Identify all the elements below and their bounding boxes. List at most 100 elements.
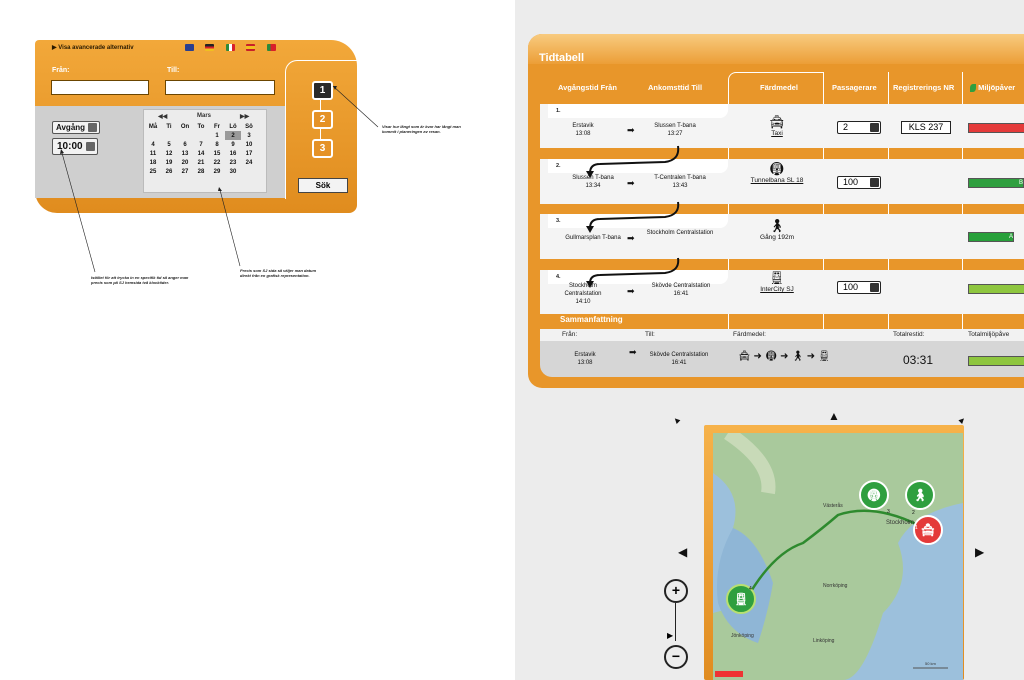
env-rating-bar: B: [968, 178, 1024, 188]
calendar-next-button[interactable]: ▶▶: [240, 114, 250, 120]
flag-spain-icon[interactable]: [246, 44, 256, 51]
advanced-options-toggle[interactable]: ▶ Visa avancerade alternativ: [52, 45, 134, 51]
pin-walk[interactable]: 🚶︎: [905, 480, 935, 510]
calendar-day-selected[interactable]: 2: [225, 131, 241, 140]
calendar-day[interactable]: 10: [245, 141, 253, 148]
flag-portugal-icon[interactable]: [266, 44, 276, 51]
row-mode[interactable]: 🚶︎Gång 192m: [737, 218, 817, 241]
row-to: Stockholm Centralstation: [646, 230, 714, 236]
flag-uk-icon[interactable]: [185, 44, 194, 51]
calendar-day[interactable]: 25: [149, 168, 157, 175]
env-rating-bar: [968, 356, 1024, 366]
row-tab: [548, 159, 728, 173]
calendar-day[interactable]: 14: [197, 150, 205, 157]
calendar-day[interactable]: 9: [231, 141, 235, 148]
chevron-down-icon: [870, 123, 879, 132]
arrowhead: [586, 171, 594, 178]
route-line: [745, 509, 919, 599]
calendar-day[interactable]: 26: [165, 168, 173, 175]
calendar-day[interactable]: 1: [215, 132, 219, 139]
map[interactable]: Stockholm Jönköping Linköping Norrköping…: [713, 433, 963, 680]
weekday: On: [180, 123, 190, 130]
calendar-day[interactable]: 20: [181, 159, 189, 166]
calendar-day[interactable]: 17: [245, 150, 253, 157]
pan-up-icon[interactable]: ▲: [828, 409, 840, 423]
registration-plate: KLS 237: [901, 121, 951, 134]
step-2[interactable]: 2: [312, 110, 333, 129]
time-note: Istället för att trycka in en specifik t…: [91, 275, 189, 285]
time-select[interactable]: 10:00: [52, 138, 98, 155]
flag-italy-icon[interactable]: [225, 44, 235, 51]
step-1[interactable]: 1: [312, 81, 333, 100]
row-number: 3.: [556, 218, 561, 224]
calendar-day[interactable]: 18: [149, 159, 157, 166]
to-label: Till:: [167, 67, 180, 74]
calendar-day[interactable]: 4: [151, 141, 155, 148]
calendar-day[interactable]: 5: [167, 141, 171, 148]
map-label: Stockholm: [886, 520, 915, 526]
arrowhead: [333, 86, 337, 90]
summary-label-row: [540, 329, 1024, 341]
pan-right-icon[interactable]: ▶: [975, 545, 985, 559]
to-input[interactable]: [165, 80, 275, 95]
pan-left-icon[interactable]: ◀: [678, 545, 688, 559]
calendar-day[interactable]: 29: [213, 168, 221, 175]
leaf-icon: [970, 84, 976, 93]
pin-number: 3: [887, 509, 890, 515]
calendar-day[interactable]: 19: [165, 159, 173, 166]
timetable-titlebar: [528, 34, 1024, 64]
summary-row: [540, 341, 1024, 377]
pin-train[interactable]: 🚆︎: [726, 584, 756, 614]
calendar-day[interactable]: 28: [197, 168, 205, 175]
search-button[interactable]: Sök: [298, 178, 348, 193]
divider: [962, 72, 963, 342]
zoom-slider-handle[interactable]: ▶: [667, 631, 674, 640]
calendar-day[interactable]: 6: [183, 141, 187, 148]
passenger-select[interactable]: 100: [837, 176, 881, 189]
calendar-day[interactable]: 21: [197, 159, 205, 166]
col-arrival: Ankomsttid Till: [648, 83, 703, 92]
search-panel: ▶ Visa avancerade alternativ Från: Till:…: [35, 40, 358, 213]
flag-germany-icon[interactable]: [205, 44, 215, 51]
calendar-prev-button[interactable]: ◀◀: [158, 114, 168, 120]
arrow-right-icon: ➡: [627, 178, 635, 188]
calendar-day[interactable]: 12: [165, 150, 173, 157]
calendar-day[interactable]: 11: [149, 150, 157, 157]
zoom-in-button[interactable]: +: [664, 579, 688, 603]
weekday: Lö: [229, 123, 237, 130]
departure-mode-select[interactable]: Avgång: [52, 121, 101, 135]
calendar-day[interactable]: 7: [199, 141, 203, 148]
zoom-slider-track[interactable]: [675, 603, 676, 641]
row-mode[interactable]: 🚖︎Taxi: [742, 114, 812, 137]
calendar-day[interactable]: 16: [229, 150, 237, 157]
calendar-day[interactable]: 30: [229, 168, 237, 175]
calendar-day[interactable]: 15: [213, 150, 221, 157]
calendar-day[interactable]: 3: [247, 132, 251, 139]
calendar-day[interactable]: 27: [181, 168, 189, 175]
pin-taxi[interactable]: 🚖︎: [913, 515, 943, 545]
pin-metro[interactable]: 🚇︎: [859, 480, 889, 510]
calendar-day[interactable]: 8: [215, 141, 219, 148]
row-mode[interactable]: 🚇︎Tunnelbana SL 18: [737, 161, 817, 184]
col-mode: Färdmedel: [760, 83, 798, 92]
arrow-right-icon: ➡: [627, 233, 635, 243]
calendar-day[interactable]: 24: [245, 159, 253, 166]
calendar-day[interactable]: 22: [213, 159, 221, 166]
from-input[interactable]: [51, 80, 149, 95]
zoom-out-button[interactable]: −: [664, 645, 688, 669]
calendar-grid: Må Ti On To Fr Lö Sö 1 2 3 4 5 6: [145, 122, 257, 176]
from-label: Från:: [52, 67, 70, 74]
map-label: Norrköping: [823, 583, 848, 589]
metro-icon: 🚇︎: [764, 351, 778, 362]
passenger-select[interactable]: 2: [837, 121, 881, 134]
calendar-month: Mars: [197, 113, 212, 119]
passenger-select[interactable]: 100: [837, 281, 881, 294]
summary-total-time: 03:31: [903, 353, 934, 367]
step-3[interactable]: 3: [312, 139, 333, 158]
calendar-day[interactable]: 13: [181, 150, 189, 157]
calendar-day[interactable]: 23: [229, 159, 237, 166]
row-from: Gullmarsplan T-bana: [565, 235, 621, 241]
row-mode[interactable]: 🚆︎InterCity SJ: [737, 270, 817, 293]
col-environment: Miljöpåver: [970, 83, 1015, 93]
